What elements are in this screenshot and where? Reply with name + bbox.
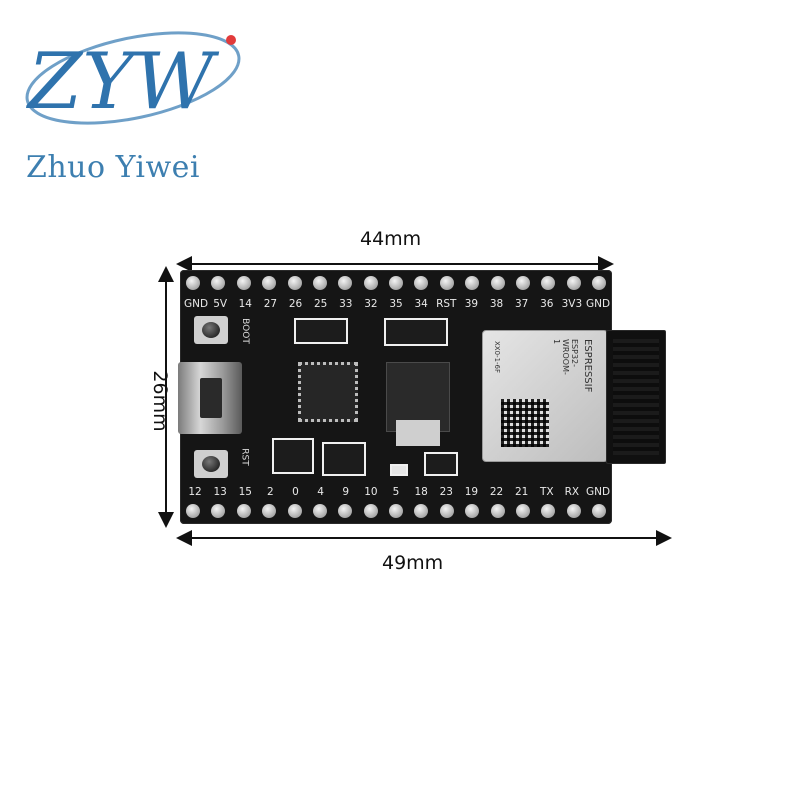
top-pin-label: GND — [586, 298, 611, 310]
smd-component — [272, 438, 314, 474]
bottom-pin-label: 19 — [464, 486, 479, 498]
smd-component — [322, 442, 366, 476]
top-header-pin — [389, 276, 403, 290]
bottom-header-pin — [414, 504, 429, 518]
bottom-pin-label: 21 — [514, 486, 529, 498]
dimension-width-49: 49mm — [382, 552, 444, 574]
bottom-header-pins — [186, 504, 606, 518]
dimension-width-44: 44mm — [360, 228, 422, 250]
usb-uart-chip — [298, 362, 358, 422]
top-pin-label: 14 — [238, 298, 252, 310]
boot-button — [194, 316, 228, 344]
top-pin-label: 3V3 — [561, 298, 583, 310]
top-header-pin — [566, 276, 581, 290]
bottom-header-pin — [338, 504, 353, 518]
bottom-pin-label: TX — [539, 486, 554, 498]
bottom-header-pin — [465, 504, 480, 518]
module-model: ESP32-WROOM-1 — [552, 339, 579, 375]
smd-component — [384, 318, 448, 346]
top-pin-label: 39 — [464, 298, 479, 310]
bottom-header-pin — [236, 504, 251, 518]
bottom-pin-label: 18 — [414, 486, 428, 498]
svg-text:ZYW: ZYW — [25, 37, 220, 127]
bottom-header-pin — [592, 504, 606, 518]
bottom-pin-label: 23 — [439, 486, 453, 498]
bottom-pin-label: GND — [586, 486, 611, 498]
top-header-pin — [592, 276, 606, 290]
bottom-header-pin — [186, 504, 200, 518]
qr-code — [501, 399, 549, 447]
smd-component — [294, 318, 348, 344]
bottom-pin-label: 10 — [364, 486, 378, 498]
top-header-pin — [211, 276, 226, 290]
top-header-pin — [465, 276, 480, 290]
bottom-header-pin — [541, 504, 556, 518]
top-pin-label: 27 — [263, 298, 278, 310]
bottom-pin-label: 2 — [267, 486, 274, 498]
bottom-pin-label: 9 — [342, 486, 350, 498]
top-header-pin — [439, 276, 454, 290]
top-pin-label: 38 — [489, 298, 504, 310]
bottom-header-pin — [262, 504, 277, 518]
brand-logo: ZYW — [25, 31, 241, 127]
bottom-header-pin — [566, 504, 581, 518]
bottom-header-pin — [287, 504, 302, 518]
top-pin-label: GND — [184, 298, 209, 310]
bottom-pin-label: 13 — [213, 486, 227, 498]
top-pin-label: 26 — [288, 298, 303, 310]
top-header-pin — [312, 276, 327, 290]
bottom-header-pin — [211, 504, 226, 518]
micro-usb-port — [178, 362, 242, 434]
bottom-pin-label: 22 — [489, 486, 504, 498]
top-header-pin — [338, 276, 353, 290]
top-header-pin — [236, 276, 251, 290]
bottom-header-pin — [312, 504, 327, 518]
smd-component — [424, 452, 458, 476]
reset-button — [194, 450, 228, 478]
top-header-pin — [363, 276, 378, 290]
brand-name: Zhuo Yiwei — [26, 150, 200, 185]
bottom-pin-label: RX — [564, 486, 580, 498]
dimension-height-26: 26mm — [149, 370, 171, 432]
top-pin-label: 33 — [339, 298, 353, 310]
pcb-antenna — [606, 330, 666, 464]
bottom-header-pin — [389, 504, 403, 518]
top-header-pin — [414, 276, 429, 290]
top-pin-label: 5V — [213, 298, 228, 310]
esp32-wroom-module: ESPRESSIF ESP32-WROOM-1 XX0-1-6F — [482, 330, 608, 462]
top-header-pin — [287, 276, 302, 290]
bottom-header-pin — [490, 504, 505, 518]
bottom-pin-label: 4 — [317, 486, 324, 498]
bottom-pin-label: 0 — [292, 486, 299, 498]
bottom-pin-label: 5 — [392, 486, 400, 498]
bottom-header-pin — [439, 504, 454, 518]
smd-component — [390, 464, 408, 476]
bottom-pin-label: 15 — [238, 486, 252, 498]
top-pin-label: 37 — [514, 298, 529, 310]
module-brand: ESPRESSIF — [582, 339, 593, 393]
bottom-pin-label: 12 — [188, 486, 202, 498]
bottom-header-pin — [515, 504, 530, 518]
top-pin-label: 32 — [364, 298, 378, 310]
bottom-pin-labels: 12 13 15 2 0 4 9 10 5 18 23 19 22 21 TX RX GND — [184, 486, 611, 498]
boot-silkscreen: BOOT — [239, 318, 250, 344]
top-header-pin — [515, 276, 530, 290]
top-header-pin — [186, 276, 200, 290]
module-code: XX0-1-6F — [493, 341, 501, 374]
top-header-pin — [541, 276, 556, 290]
top-pin-label: 34 — [414, 298, 428, 310]
top-pin-label: 36 — [540, 298, 554, 310]
top-header-pin — [262, 276, 277, 290]
regulator-tab — [396, 420, 440, 446]
top-pin-label: 25 — [313, 298, 328, 310]
top-pin-label: RST — [436, 298, 457, 310]
top-header-pin — [490, 276, 505, 290]
bottom-header-pin — [363, 504, 378, 518]
rst-silkscreen: RST — [239, 448, 250, 466]
top-pin-label: 35 — [389, 298, 403, 310]
top-header-pins — [186, 276, 606, 290]
